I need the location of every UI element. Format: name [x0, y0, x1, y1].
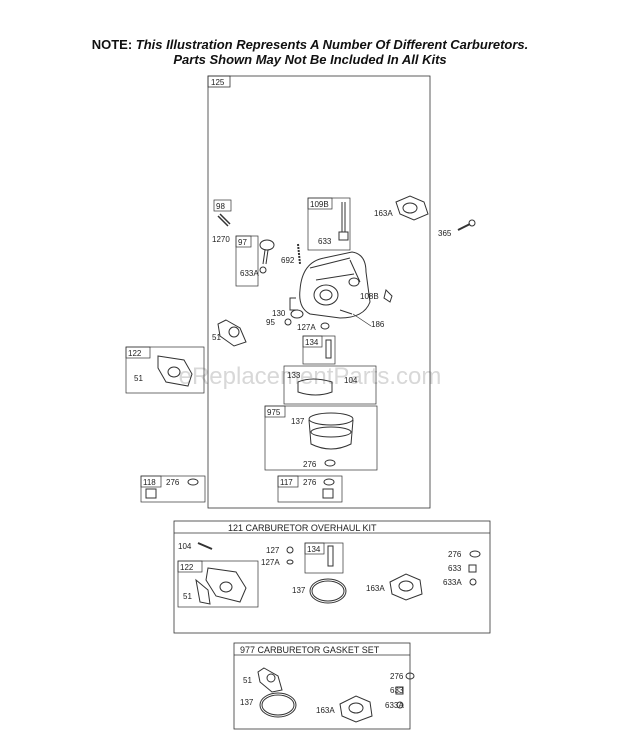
kit-977-title: 977 CARBURETOR GASKET SET	[240, 645, 380, 655]
kit-121-title: 121 CARBURETOR OVERHAUL KIT	[228, 523, 377, 533]
main-assembly-box: 125	[207, 75, 431, 509]
kit977-label-276: 276	[390, 672, 404, 681]
label-137-main: 137	[291, 417, 305, 426]
label-633-main: 633	[318, 237, 332, 246]
part-975-bowl: 975 137 276	[264, 405, 378, 471]
part-163A-main: 163A	[374, 195, 429, 221]
kit121-label-104: 104	[178, 542, 192, 551]
part-97: 97 633A 692	[235, 235, 301, 287]
label-276-side: 276	[166, 478, 180, 487]
kit977-label-163A: 163A	[316, 706, 335, 715]
part-134-main: 134	[302, 335, 336, 365]
label-122-side: 122	[128, 349, 142, 358]
part-122-side: 122 51	[125, 346, 205, 394]
part-133-float: 133 104	[283, 365, 377, 405]
kit977-label-633A: 633A	[385, 701, 404, 710]
note-text-1: This Illustration Represents A Number Of…	[135, 37, 529, 52]
label-51-main: 51	[212, 333, 221, 342]
kit121-label-276: 276	[448, 550, 462, 559]
part-118: 118 276	[140, 475, 206, 503]
kit121-label-137: 137	[292, 586, 306, 595]
label-95: 95	[266, 318, 275, 327]
part-130: 130 95 127A 186	[266, 309, 385, 332]
label-117: 117	[280, 478, 293, 487]
label-51-side: 51	[134, 374, 143, 383]
note-line-2: Parts Shown May Not Be Included In All K…	[173, 52, 447, 67]
kit977-label-137: 137	[240, 698, 254, 707]
kit121-label-633A: 633A	[443, 578, 462, 587]
label-118: 118	[143, 478, 156, 487]
label-276-main-b: 276	[303, 478, 317, 487]
label-109B: 109B	[310, 200, 329, 209]
note-line-1: NOTE: This Illustration Represents A Num…	[0, 37, 620, 52]
label-125: 125	[211, 78, 225, 87]
kit-977-box: 977 CARBURETOR GASKET SET 51 276 633 633…	[233, 642, 415, 730]
label-130: 130	[272, 309, 286, 318]
kit121-label-127A: 127A	[261, 558, 280, 567]
part-51-main: 51	[212, 319, 247, 347]
label-633A: 633A	[240, 269, 259, 278]
part-365: 365	[438, 219, 476, 238]
carburetor-body	[289, 251, 372, 327]
label-163A-main: 163A	[374, 209, 393, 218]
label-127A-main: 127A	[297, 323, 316, 332]
part-117: 117 276	[277, 475, 343, 503]
label-133: 133	[287, 371, 301, 380]
note-lead: NOTE:	[91, 37, 133, 52]
label-365: 365	[438, 229, 452, 238]
kit121-label-127: 127	[266, 546, 280, 555]
label-98: 98	[216, 202, 225, 211]
kit977-label-633: 633	[390, 686, 404, 695]
kit121-label-163A: 163A	[366, 584, 385, 593]
label-108B: 108B	[360, 292, 379, 301]
kit121-label-122: 122	[180, 563, 194, 572]
label-1270: 1270	[212, 235, 230, 244]
kit977-label-51: 51	[243, 676, 252, 685]
part-108B: 108B	[360, 289, 393, 303]
kit121-label-134: 134	[307, 545, 321, 554]
kit121-label-51: 51	[183, 592, 192, 601]
kit977-small-parts	[395, 686, 404, 709]
label-276-main-a: 276	[303, 460, 317, 469]
part-109B: 109B 633	[307, 197, 351, 251]
label-134-main: 134	[305, 338, 319, 347]
kit-121-box: 121 CARBURETOR OVERHAUL KIT 104 127 127A…	[173, 520, 491, 634]
label-692: 692	[281, 256, 295, 265]
label-186: 186	[371, 320, 385, 329]
label-97: 97	[238, 238, 247, 247]
kit121-label-633: 633	[448, 564, 462, 573]
label-975: 975	[267, 408, 281, 417]
watermark: eReplacementParts.com	[179, 363, 442, 390]
part-98: 98 1270	[212, 199, 232, 244]
label-104-main: 104	[344, 376, 358, 385]
